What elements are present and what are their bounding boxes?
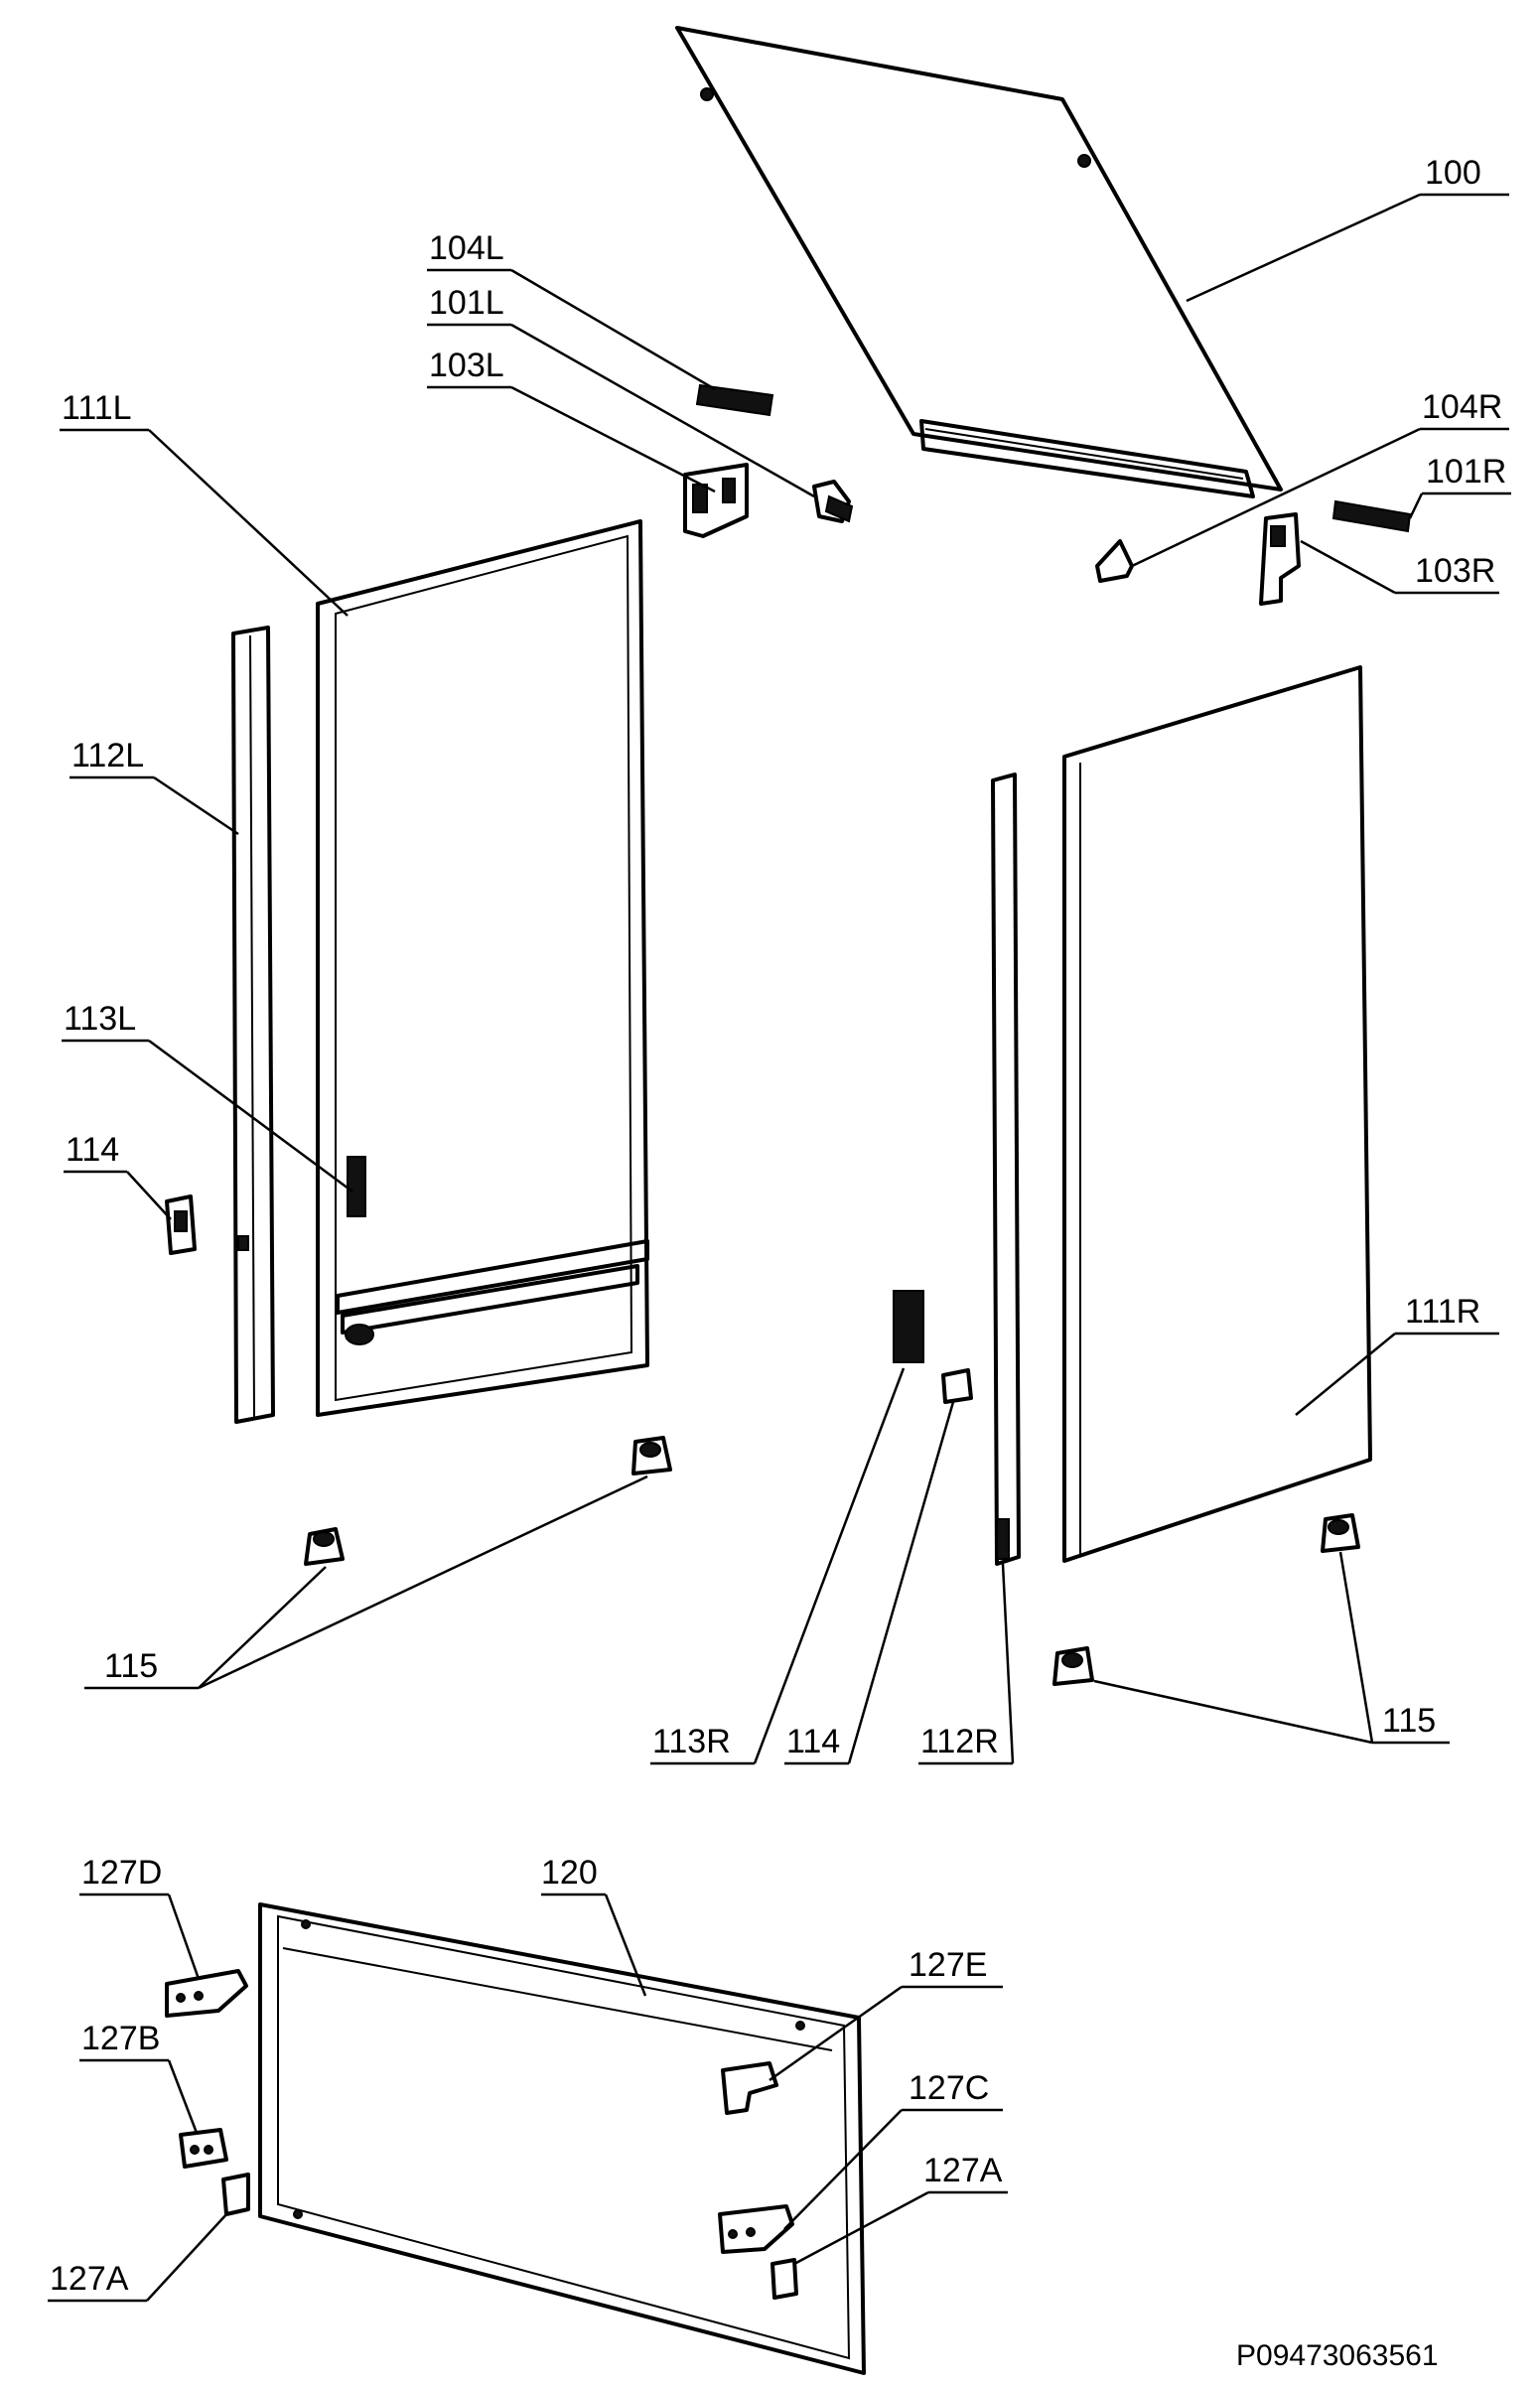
drawing-code: P09473063561 bbox=[1236, 2339, 1439, 2372]
part-112L-left-rail bbox=[231, 626, 275, 1424]
part-103L-bracket bbox=[683, 463, 749, 538]
label-101L: 101L bbox=[429, 284, 504, 322]
part-111L-left-door bbox=[316, 519, 649, 1417]
label-100: 100 bbox=[1425, 154, 1481, 192]
part-114-left-clip bbox=[165, 1194, 197, 1255]
label-111L: 111L bbox=[62, 389, 132, 427]
part-127D-bracket bbox=[165, 1969, 248, 2018]
label-103R: 103R bbox=[1415, 552, 1495, 590]
part-103R-bracket bbox=[1259, 512, 1301, 606]
part-101R-spring bbox=[1331, 499, 1412, 533]
label-114-right: 114 bbox=[786, 1723, 840, 1760]
part-120-bottom-frame bbox=[258, 1902, 866, 2375]
part-111R-right-door bbox=[1062, 665, 1372, 1563]
callout-labels: 100 104L 101L 103L 111L 104R 101R 103R 1… bbox=[50, 154, 1506, 2298]
label-113R: 113R bbox=[652, 1723, 731, 1760]
part-101L-pin bbox=[812, 480, 854, 523]
part-113R-block bbox=[893, 1290, 924, 1363]
label-112R: 112R bbox=[920, 1723, 999, 1760]
part-127E-bracket bbox=[721, 2061, 778, 2115]
label-115-right: 115 bbox=[1382, 1702, 1436, 1740]
leader-lines bbox=[48, 193, 1511, 2303]
part-127C-bracket bbox=[718, 2204, 794, 2254]
label-127D: 127D bbox=[81, 1854, 162, 1892]
label-104R: 104R bbox=[1422, 388, 1502, 426]
part-127B-bracket bbox=[179, 2128, 228, 2169]
label-127E: 127E bbox=[909, 1946, 987, 1984]
label-113L: 113L bbox=[64, 1000, 136, 1038]
part-127A-right-bracket bbox=[770, 2258, 798, 2300]
part-127A-left-bracket bbox=[221, 2173, 250, 2216]
label-127C: 127C bbox=[909, 2069, 989, 2107]
label-103L: 103L bbox=[429, 347, 504, 384]
part-112R-right-rail bbox=[991, 773, 1021, 1566]
label-104L: 104L bbox=[429, 229, 504, 267]
label-111R: 111R bbox=[1405, 1293, 1480, 1331]
part-100-top-panel bbox=[675, 26, 1283, 498]
label-127A-right: 127A bbox=[923, 2152, 1003, 2189]
label-127B: 127B bbox=[81, 2020, 160, 2057]
label-114-left: 114 bbox=[66, 1131, 119, 1169]
label-120: 120 bbox=[541, 1854, 598, 1892]
part-114-right-clip bbox=[941, 1368, 973, 1404]
label-115-left: 115 bbox=[104, 1647, 158, 1685]
part-115-feet bbox=[304, 1436, 1360, 1686]
label-101R: 101R bbox=[1426, 453, 1506, 491]
label-127A-left: 127A bbox=[50, 2260, 129, 2298]
part-104L-spring bbox=[695, 383, 774, 417]
label-112L: 112L bbox=[71, 737, 144, 774]
part-104R-bracket bbox=[1095, 539, 1134, 583]
